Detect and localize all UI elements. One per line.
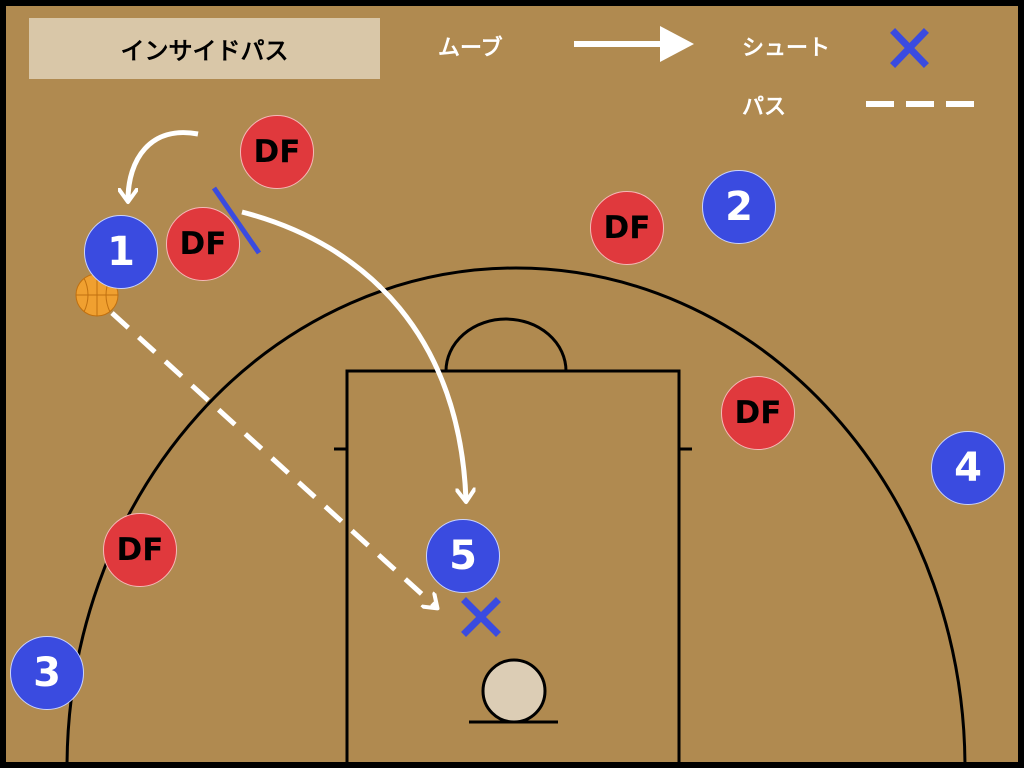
legend-move-label: ムーブ [438, 36, 503, 61]
defender-on-player2: DF [590, 191, 664, 265]
defender-on-player4: DF [721, 376, 795, 450]
defender-on-player3: DF [103, 513, 177, 587]
screen-bar [211, 186, 262, 255]
player-5: 5 [426, 519, 500, 593]
defender-on-player1: DF [166, 207, 240, 281]
player-3: 3 [10, 636, 84, 710]
diagram-title: インサイドパス [29, 18, 380, 79]
player-2: 2 [702, 170, 776, 244]
legend-move-arrowhead [660, 26, 694, 62]
rim [481, 658, 547, 724]
legend-shoot-x-icon [890, 28, 929, 68]
court-floor [6, 6, 1018, 762]
pass-arrow [110, 311, 436, 607]
move-arrow-to-player5 [241, 209, 466, 500]
paint-lane [345, 369, 681, 768]
player-4: 4 [931, 431, 1005, 505]
legend-pass-label: パス [742, 95, 787, 120]
shot-spot-x-icon [461, 597, 501, 637]
legend-shoot-label: シュート [742, 36, 831, 61]
player-1: 1 [84, 215, 158, 289]
free-throw-circle [444, 317, 568, 372]
move-arrow-player1 [128, 130, 199, 200]
defender-top: DF [240, 115, 314, 189]
